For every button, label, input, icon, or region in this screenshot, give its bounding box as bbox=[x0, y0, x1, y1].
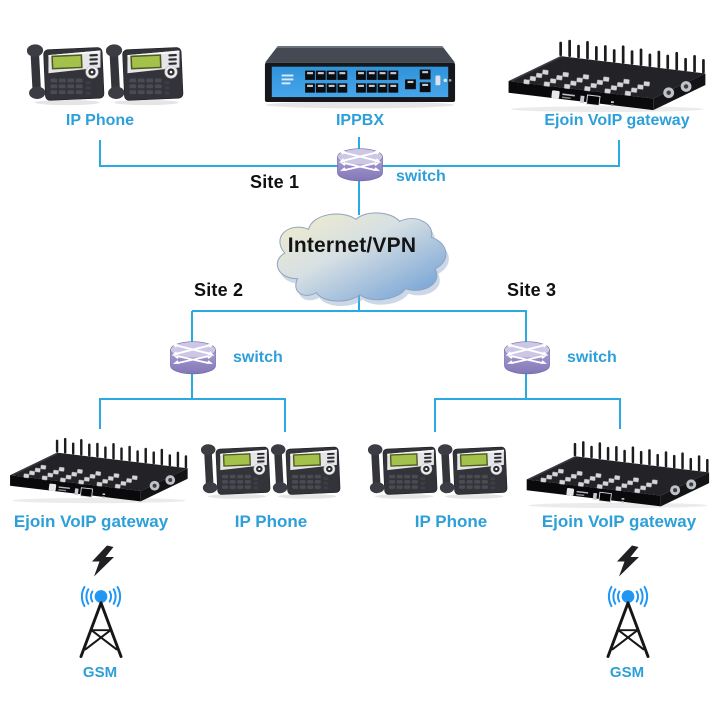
lightning-bolt-icon bbox=[615, 545, 641, 578]
ip-phone-label: IP Phone bbox=[234, 512, 308, 531]
gateway-label: Ejoin VoIP gateway bbox=[13, 512, 169, 531]
connector-line bbox=[99, 398, 101, 429]
gateway-label: Ejoin VoIP gateway bbox=[544, 112, 690, 129]
gsm-tower-icon bbox=[62, 582, 140, 662]
switch-icon-site1 bbox=[332, 143, 388, 189]
lightning-bolt-icon bbox=[90, 545, 116, 578]
connector-line bbox=[618, 140, 620, 167]
connector-line bbox=[284, 398, 286, 432]
switch-label: switch bbox=[567, 349, 617, 366]
connector-line bbox=[358, 293, 360, 312]
voip-gateway-icon bbox=[6, 430, 190, 504]
site3-label: Site 3 bbox=[507, 280, 557, 300]
ip-phone-label: IP Phone bbox=[65, 112, 135, 129]
ip-phone-icon bbox=[368, 438, 438, 500]
switch-icon-site2 bbox=[165, 336, 221, 382]
ip-phone-icon bbox=[438, 438, 508, 500]
ip-phone-icon bbox=[27, 38, 105, 106]
connector-line bbox=[99, 140, 101, 167]
connector-line bbox=[100, 398, 285, 400]
ip-phone-icon bbox=[201, 438, 271, 500]
connector-line bbox=[192, 310, 527, 312]
site2-label: Site 2 bbox=[194, 280, 244, 300]
ippbx-icon bbox=[262, 40, 458, 111]
gsm-tower-icon bbox=[589, 582, 667, 662]
ip-phone-icon bbox=[271, 438, 341, 500]
switch-label: switch bbox=[396, 168, 446, 185]
switch-icon-site3 bbox=[499, 336, 555, 382]
switch-label: switch bbox=[233, 349, 283, 366]
voip-gateway-icon bbox=[502, 31, 710, 113]
connector-line bbox=[434, 398, 436, 432]
voip-gateway-icon bbox=[521, 433, 713, 509]
gsm-label: GSM bbox=[609, 664, 645, 681]
gateway-label: Ejoin VoIP gateway bbox=[541, 512, 697, 531]
ippbx-label: IPPBX bbox=[335, 112, 384, 129]
gsm-label: GSM bbox=[82, 664, 118, 681]
connector-line bbox=[435, 398, 620, 400]
site1-label: Site 1 bbox=[250, 172, 300, 192]
cloud-label: Internet/VPN bbox=[287, 234, 417, 257]
ip-phone-label: IP Phone bbox=[414, 512, 488, 531]
connector-line bbox=[619, 398, 621, 429]
ip-phone-icon bbox=[106, 38, 184, 106]
